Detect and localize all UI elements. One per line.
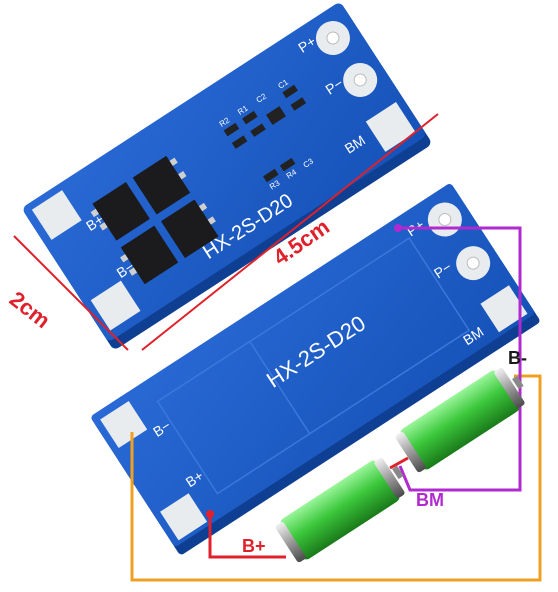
wire-label-b-minus: B- [508,348,527,368]
wire-label-b-plus: B+ [242,536,266,556]
bottom-copper-outline [156,236,471,495]
battery-cell-icon [275,367,525,563]
bm-wire-dot [394,224,402,232]
smd-components [223,84,307,183]
bottom-pad-b-plus [160,493,208,541]
bottom-board-body [91,183,534,546]
top-pad-bm [365,102,416,152]
dimension-width: 2cm [5,286,55,333]
bottom-pad-p-minus [456,246,491,281]
bottom-board: HX-2S-D20 B− B+ BM P− P+ [91,183,540,555]
bottom-pad-b-minus [100,401,148,449]
wire-cell-link [389,456,409,470]
top-board: HX-2S-D20 B+ B− P+ P− BM R2 R1 C2 C1 R3 … [23,3,431,349]
top-pad-b-minus [90,280,141,331]
b-plus-wire-dot [206,510,214,518]
dimension-lines [13,113,439,351]
top-pad-p-plus [315,21,350,56]
bottom-pad-bm [480,285,528,333]
wire-bm [398,226,522,492]
top-pad-p-minus [343,62,378,97]
wire-label-bm: BM [416,490,444,510]
top-pad-b-plus [31,190,82,240]
wire-b-minus [130,374,542,582]
mosfet-chip-icon [90,155,219,285]
wire-b-plus [208,514,286,559]
